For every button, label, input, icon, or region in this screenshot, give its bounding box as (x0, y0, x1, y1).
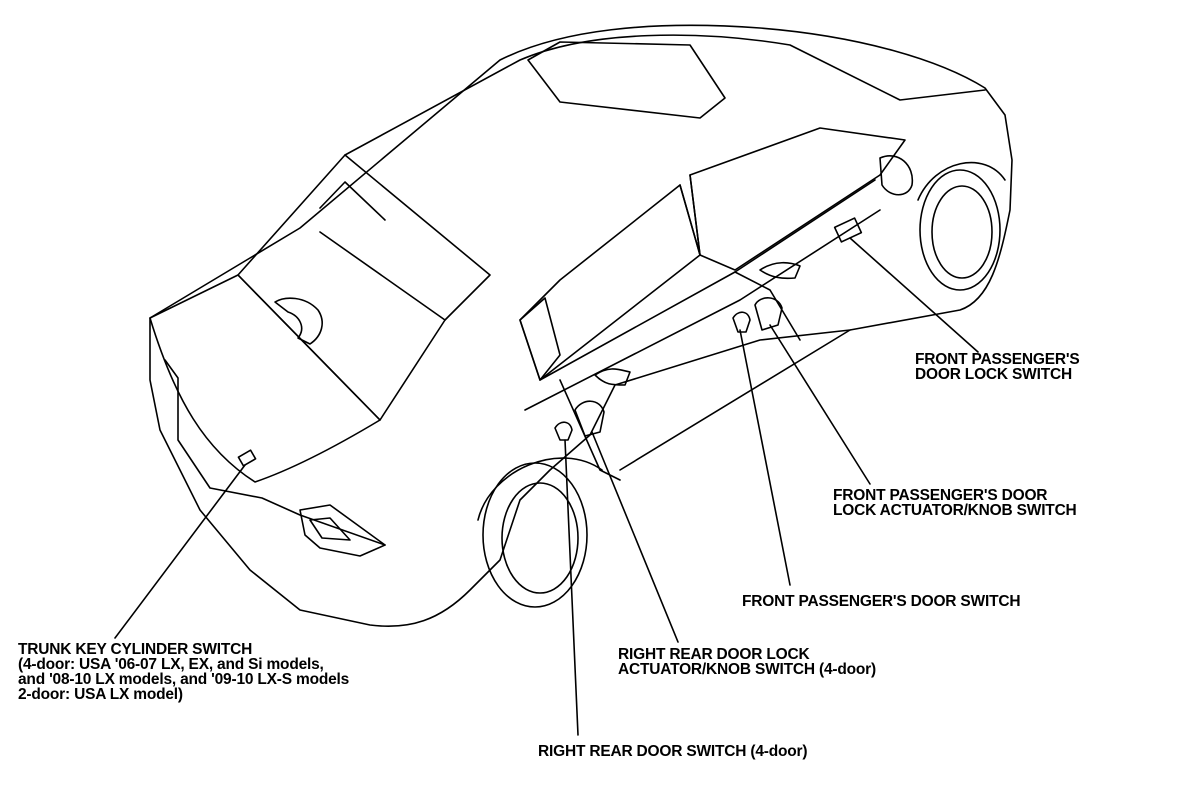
leader-rear-door-switch (564, 439, 579, 736)
label-line: LOCK ACTUATOR/KNOB SWITCH (833, 502, 1077, 519)
label-right-rear-door-lock-actuator: RIGHT REAR DOOR LOCK ACTUATOR/KNOB SWITC… (618, 646, 876, 678)
front-door-line (734, 271, 801, 341)
front-wheel-inner (931, 185, 993, 279)
rear-window (237, 154, 491, 421)
side-mirror (879, 155, 914, 196)
label-front-passenger-door-lock-switch: FRONT PASSENGER'S DOOR LOCK SWITCH (915, 351, 1080, 383)
label-line: DOOR LOCK SWITCH (915, 366, 1072, 383)
door-lock-switch-part (833, 217, 863, 243)
trunk-lid (149, 274, 381, 483)
rear-wheel-inner (501, 482, 579, 594)
quarter-window (519, 297, 561, 381)
label-line: RIGHT REAR DOOR LOCK (618, 646, 810, 663)
rear-door-handle (594, 368, 631, 386)
rear-window-line (319, 231, 446, 321)
leader-rear-actuator (591, 431, 679, 643)
trunk-key-switch-part (237, 449, 257, 467)
belt-line (524, 209, 881, 411)
rear-door-switch-part (554, 421, 573, 441)
trunk-edge (164, 359, 386, 546)
rocker-line (619, 329, 851, 471)
label-line: ACTUATOR/KNOB SWITCH (4-door) (618, 661, 876, 678)
tail-light-inner (309, 517, 351, 541)
label-line: FRONT PASSENGER'S DOOR (833, 487, 1048, 504)
car-body-outline (149, 24, 1013, 628)
front-wheel (919, 169, 1001, 291)
label-line: FRONT PASSENGER'S DOOR SWITCH (742, 593, 1021, 610)
tail-light (299, 504, 386, 557)
front-actuator-part (754, 297, 783, 331)
front-door-handle (759, 261, 801, 280)
label-line: and '08-10 LX models, and '09-10 LX-S mo… (18, 671, 350, 688)
label-trunk-key-cylinder-switch: TRUNK KEY CYLINDER SWITCH (4-door: USA '… (18, 641, 350, 703)
label-line: FRONT PASSENGER'S (915, 351, 1080, 368)
label-line: (4-door: USA '06-07 LX, EX, and Si model… (18, 656, 324, 673)
label-line: 2-door: USA LX model) (18, 686, 183, 703)
rear-actuator-part (574, 400, 605, 437)
front-door-switch-part (732, 311, 751, 333)
rear-window-inner (319, 181, 386, 221)
front-wheel-arch (917, 161, 1006, 201)
side-window-front (689, 127, 906, 271)
label-line: RIGHT REAR DOOR SWITCH (4-door) (538, 743, 808, 760)
sunroof (527, 41, 726, 119)
leader-front-door-switch (739, 329, 791, 586)
side-window-rear (519, 184, 701, 381)
rear-wheel-arch (477, 457, 603, 521)
label-line: TRUNK KEY CYLINDER SWITCH (18, 641, 253, 658)
leader-trunk-key (114, 464, 246, 639)
b-pillar (679, 174, 701, 256)
window-sill (539, 179, 876, 381)
leader-front-actuator (769, 324, 871, 485)
leader-front-door-lock-switch (849, 237, 979, 353)
trunk-emblem (274, 297, 323, 345)
rear-door-line (559, 379, 621, 481)
label-front-passenger-door-switch: FRONT PASSENGER'S DOOR SWITCH (742, 593, 1021, 610)
label-right-rear-door-switch: RIGHT REAR DOOR SWITCH (4-door) (538, 743, 808, 760)
label-front-passenger-door-lock-actuator: FRONT PASSENGER'S DOOR LOCK ACTUATOR/KNO… (833, 487, 1077, 519)
